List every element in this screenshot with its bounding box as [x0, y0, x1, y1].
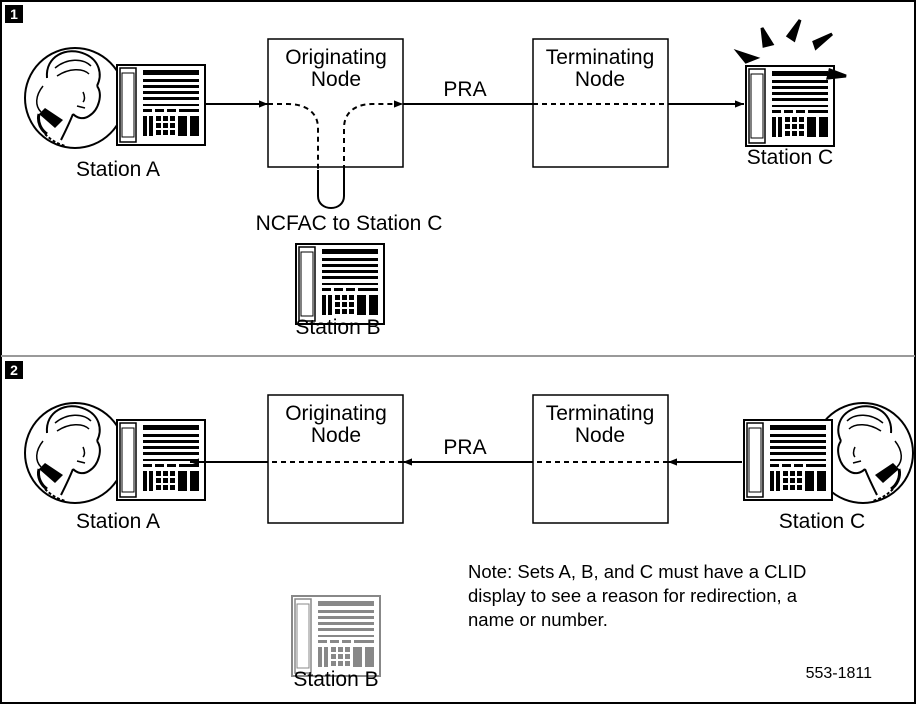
person-with-handset-icon — [23, 46, 127, 150]
telephone-set-icon — [116, 419, 206, 501]
panel-2-badge — [5, 361, 23, 379]
originating-node-label-line1: Originating — [285, 402, 387, 425]
pra-label: PRA — [443, 78, 486, 101]
originating-node-label-line2: Node — [311, 68, 361, 91]
figure-id: 553-1811 — [806, 665, 873, 682]
note-line-2: display to see a reason for redirection,… — [468, 585, 798, 606]
internal-path-in — [268, 103, 319, 170]
terminating-node-label-line2: Node — [575, 424, 625, 447]
ringing-rays-icon — [733, 19, 847, 80]
terminating-node-label-line2: Node — [575, 68, 625, 91]
station-c-label: Station C — [779, 510, 865, 533]
panel-1-badge — [5, 5, 23, 23]
pra-label: PRA — [443, 436, 486, 459]
originating-node-label-line2: Node — [311, 424, 361, 447]
station-c-label: Station C — [747, 146, 833, 169]
panel-1: Station A Originating Node Terminating N… — [23, 19, 847, 339]
station-a-label: Station A — [76, 158, 160, 181]
ncfac-label: NCFAC to Station C — [256, 212, 443, 235]
note-line-1: Note: Sets A, B, and C must have a CLID — [468, 561, 806, 582]
panel-2: Station A Originating Node Terminating N… — [23, 394, 915, 691]
internal-path-out — [343, 100, 403, 170]
originating-node-label-line1: Originating — [285, 46, 387, 69]
note-line-3: name or number. — [468, 609, 608, 630]
telephone-set-icon — [743, 419, 833, 501]
person-with-handset-icon — [23, 401, 127, 505]
telephone-set-icon — [295, 243, 385, 325]
telephone-set-icon — [745, 65, 835, 147]
terminating-node-label-line1: Terminating — [546, 46, 655, 69]
station-a-label: Station A — [76, 510, 160, 533]
terminating-node-label-line1: Terminating — [546, 402, 655, 425]
panel-2-number: 2 — [10, 362, 18, 378]
telephone-set-icon — [116, 64, 206, 146]
station-b-label: Station B — [293, 668, 378, 691]
ncfac-loop — [317, 170, 345, 209]
station-b-label: Station B — [295, 316, 380, 339]
panel-1-number: 1 — [10, 6, 18, 22]
telephone-set-icon — [291, 595, 381, 677]
